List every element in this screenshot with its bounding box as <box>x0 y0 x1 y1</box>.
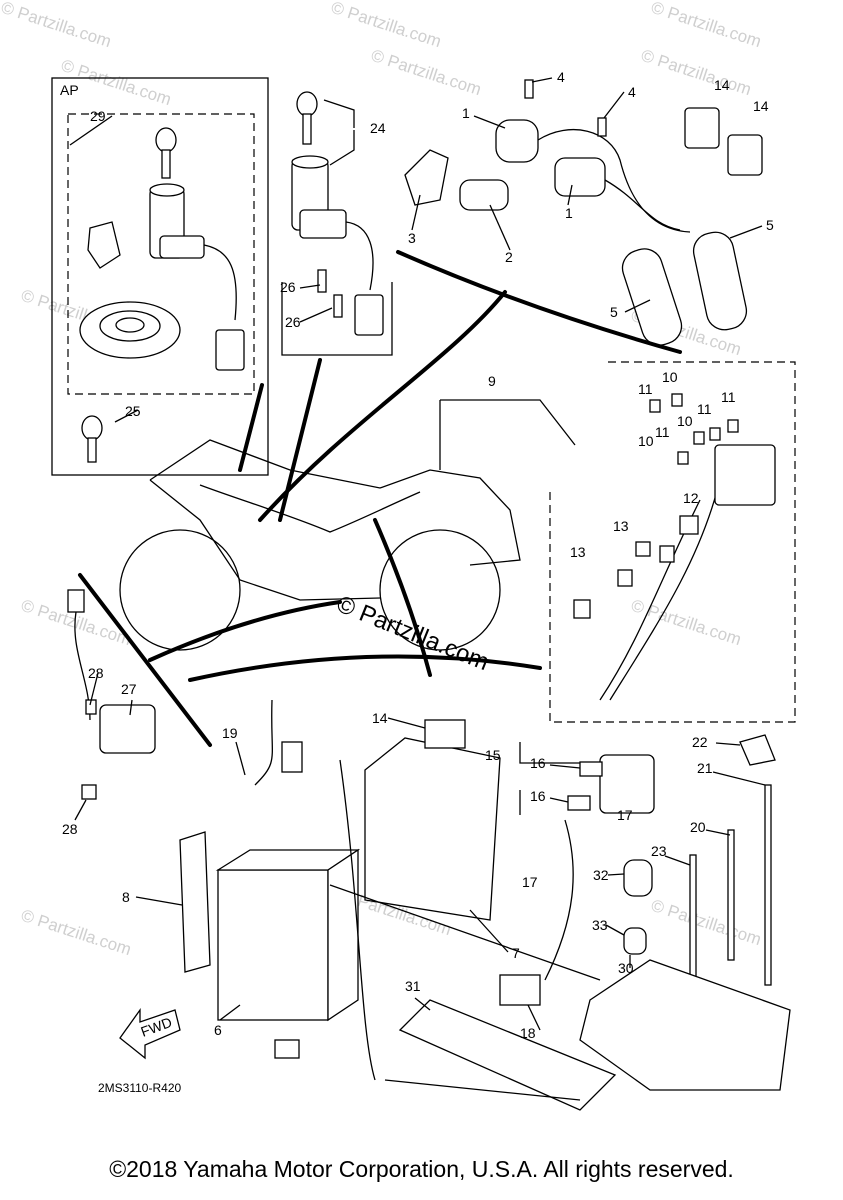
ap-kit-box: AP <box>51 77 269 476</box>
callout-label: 8 <box>122 889 130 905</box>
callout-label: 29 <box>90 108 106 124</box>
callout-label: 14 <box>753 98 769 114</box>
callout-label: 17 <box>522 874 538 890</box>
callout-label: 19 <box>222 725 238 741</box>
callout-labels: 1 1 2 3 4 4 5 5 6 7 8 9 10 10 10 11 11 1… <box>62 69 774 1041</box>
forward-arrow-icon: FWD <box>119 1007 181 1060</box>
callout-label: 2 <box>505 249 513 265</box>
callout-label: 10 <box>662 369 678 385</box>
callout-label: 27 <box>121 681 137 697</box>
callout-label: 18 <box>520 1025 536 1041</box>
callout-label: 5 <box>766 217 774 233</box>
copyright-notice: ©2018 Yamaha Motor Corporation, U.S.A. A… <box>109 1156 734 1182</box>
callout-label: 1 <box>462 105 470 121</box>
callout-label: 26 <box>285 314 301 330</box>
callout-label: 33 <box>592 917 608 933</box>
lock-bracket-icon <box>87 221 121 269</box>
callout-label: 11 <box>638 381 653 397</box>
callout-label: 10 <box>638 433 654 449</box>
callout-label: 11 <box>655 424 670 440</box>
callout-label: 14 <box>714 77 730 93</box>
callout-label: 31 <box>405 978 421 994</box>
watermark: © Partzilla.com <box>639 46 754 99</box>
wire-harness-box <box>439 361 796 723</box>
watermark: © Partzilla.com <box>649 896 764 949</box>
callout-label: 16 <box>530 788 546 804</box>
callout-label: 22 <box>692 734 708 750</box>
callout-label: 20 <box>690 819 706 835</box>
callout-label: 25 <box>125 403 141 419</box>
callout-label: 14 <box>372 710 388 726</box>
main-switch-assembly <box>281 91 393 356</box>
callout-label: 9 <box>488 373 496 389</box>
fuel-cap-icon <box>79 301 181 359</box>
relay-horn-group <box>396 79 763 354</box>
callout-label: 11 <box>697 401 712 417</box>
battery-area <box>179 699 617 1111</box>
callout-label: 11 <box>721 389 736 405</box>
callout-label: 4 <box>557 69 565 85</box>
watermark: © Partzilla.com <box>369 46 484 99</box>
callout-label: 16 <box>530 755 546 771</box>
right-small-parts <box>384 734 791 1101</box>
key-icon <box>155 127 177 179</box>
callout-label: 30 <box>618 960 634 976</box>
callout-label: 24 <box>370 120 386 136</box>
callout-label: 12 <box>683 490 699 506</box>
watermark: © Partzilla.com <box>19 906 134 959</box>
callout-label: 7 <box>512 945 520 961</box>
main-switch-icon <box>149 183 245 371</box>
callout-label: 4 <box>628 84 636 100</box>
callout-label: 21 <box>697 760 713 776</box>
callout-label: 3 <box>408 230 416 246</box>
callout-label: 28 <box>62 821 78 837</box>
callout-label: 13 <box>613 518 629 534</box>
center-watermark: © Partzilla.com <box>333 591 493 677</box>
watermark: © Partzilla.com <box>329 0 444 51</box>
watermark: © Partzilla.com <box>649 0 764 51</box>
callout-label: 13 <box>570 544 586 560</box>
ap-label: AP <box>60 82 79 98</box>
sidestand-switch <box>67 589 156 800</box>
callout-label: 5 <box>610 304 618 320</box>
callout-label: 23 <box>651 843 667 859</box>
callout-label: 32 <box>593 867 609 883</box>
callout-label: 10 <box>677 413 693 429</box>
motorcycle-outline <box>78 290 542 747</box>
diagram-code: 2MS3110-R420 <box>98 1081 181 1095</box>
spare-key-icon <box>81 415 103 463</box>
callout-label: 28 <box>88 665 104 681</box>
leader-lines <box>69 77 766 1031</box>
callout-label: 26 <box>280 279 296 295</box>
watermark: © Partzilla.com <box>0 0 114 51</box>
callout-label: 15 <box>485 747 501 763</box>
callout-label: 6 <box>214 1022 222 1038</box>
callout-label: 1 <box>565 205 573 221</box>
callout-label: 17 <box>617 807 633 823</box>
